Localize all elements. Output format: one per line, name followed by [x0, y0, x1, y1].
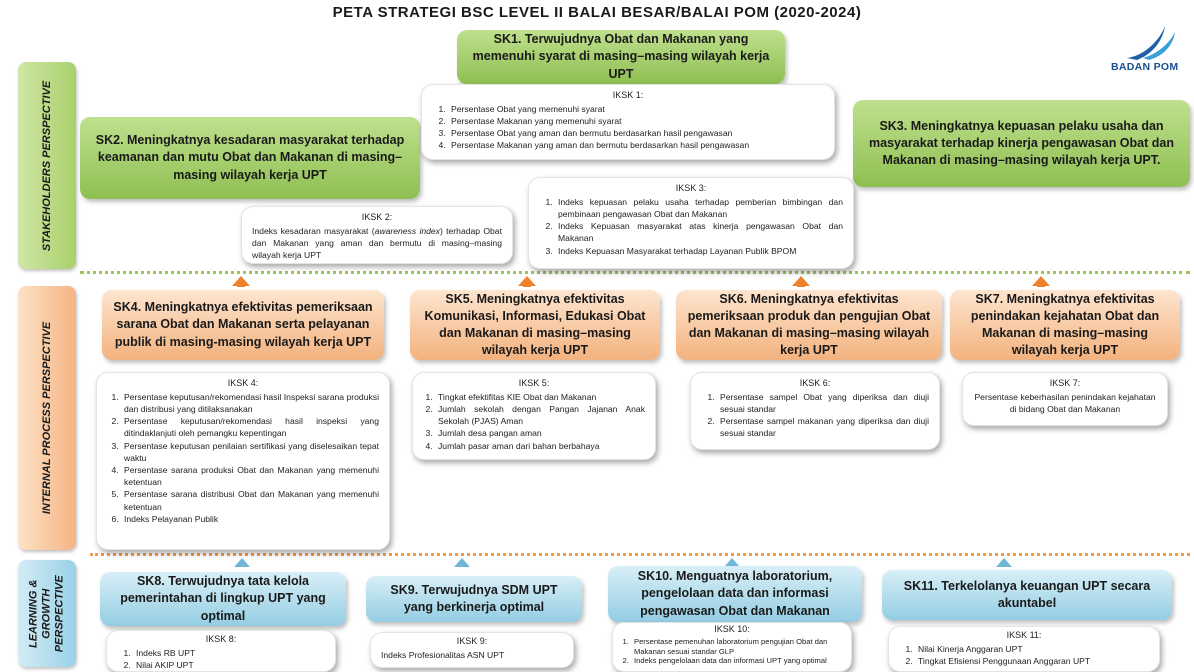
iksk6-box: IKSK 6: Persentase sampel Obat yang dipe…	[690, 372, 940, 450]
iksk2-heading: IKSK 2:	[361, 212, 393, 222]
iksk5-box: IKSK 5: Tingkat efektifitas KIE Obat dan…	[412, 372, 656, 460]
iksk1-item: Persentase Makanan yang aman dan bermutu…	[448, 139, 824, 151]
iksk5-heading: IKSK 5:	[518, 378, 550, 388]
arrow-up-icon	[454, 558, 470, 567]
iksk7-heading: IKSK 7:	[1049, 378, 1081, 388]
internal-process-perspective-label: INTERNAL PROCESS PERSPECTIVE	[18, 286, 76, 550]
iksk8-item: Nilai AKIP UPT	[133, 659, 325, 671]
iksk4-item: Persentase sarana produksi Obat dan Maka…	[121, 464, 379, 488]
iksk1-item: Persentase Makanan yang memenuhi syarat	[448, 115, 824, 127]
iksk9-heading: IKSK 9:	[456, 636, 488, 646]
learning-growth-perspective-label: LEARNING & GROWTH PERSPECTIVE	[18, 560, 76, 667]
iksk4-item: Persentase keputusan/rekomendasi hasil I…	[121, 391, 379, 415]
iksk2-box: IKSK 2: Indeks kesadaran masyarakat (awa…	[241, 206, 513, 264]
iksk3-item: Indeks kepuasan pelaku usaha terhadap pe…	[555, 196, 843, 220]
iksk1-heading: IKSK 1:	[612, 90, 644, 100]
iksk5-item: Tingkat efektifitas KIE Obat dan Makanan	[435, 391, 645, 403]
arrow-up-icon	[792, 276, 810, 287]
iksk11-item: Nilai Kinerja Anggaran UPT	[915, 643, 1149, 655]
iksk10-heading: IKSK 10:	[714, 624, 750, 634]
internal-separator	[90, 553, 1190, 556]
page-title: PETA STRATEGI BSC LEVEL II BALAI BESAR/B…	[332, 4, 862, 21]
iksk8-item: Indeks RB UPT	[133, 647, 325, 659]
iksk6-heading: IKSK 6:	[799, 378, 831, 388]
sk7-box: SK7. Meningkatnya efektivitas penindakan…	[950, 290, 1180, 360]
iksk1-item: Persentase Obat yang aman dan bermutu be…	[448, 127, 824, 139]
iksk7-box: IKSK 7: Persentase keberhasilan penindak…	[962, 372, 1168, 426]
sk6-box: SK6. Meningkatnya efektivitas pemeriksaa…	[676, 290, 942, 360]
stakeholders-perspective-label: STAKEHOLDERS PERSPECTIVE	[18, 62, 76, 269]
iksk5-item: Jumlah sekolah dengan Pangan Jajanan Ana…	[435, 403, 645, 427]
logo-mark-icon	[1127, 26, 1175, 60]
stakeholder-separator	[80, 271, 1190, 274]
iksk6-item: Persentase sampel Obat yang diperiksa da…	[717, 391, 929, 415]
learning-growth-perspective-text: LEARNING & GROWTH PERSPECTIVE	[27, 574, 66, 653]
iksk6-item: Persentase sampel makanan yang diperiksa…	[717, 415, 929, 439]
iksk9-box: IKSK 9: Indeks Profesionalitas ASN UPT	[370, 632, 574, 668]
sk2-box: SK2. Meningkatnya kesadaran masyarakat t…	[80, 117, 420, 199]
iksk5-item: Jumlah desa pangan aman	[435, 427, 645, 439]
logo: BADAN POM	[1111, 22, 1183, 76]
iksk3-item: Indeks Kepuasan masyarakat atas kinerja …	[555, 220, 843, 244]
iksk1-item: Persentase Obat yang memenuhi syarat	[448, 103, 824, 115]
sk9-box: SK9. Terwujudnya SDM UPT yang berkinerja…	[366, 576, 582, 622]
sk1-box: SK1. Terwujudnya Obat dan Makanan yang m…	[457, 30, 785, 84]
iksk11-heading: IKSK 11:	[1006, 630, 1042, 640]
arrow-up-icon	[234, 558, 250, 567]
iksk8-box: IKSK 8: Indeks RB UPT Nilai AKIP UPT	[106, 630, 336, 672]
stakeholders-perspective-text: STAKEHOLDERS PERSPECTIVE	[41, 80, 54, 251]
iksk5-item: Jumlah pasar aman dari bahan berbahaya	[435, 440, 645, 452]
iksk3-heading: IKSK 3:	[675, 183, 707, 193]
sk10-box: SK10. Menguatnya laboratorium, pengelola…	[608, 566, 862, 622]
iksk4-item: Persentase keputusan/rekomendasi hasil i…	[121, 415, 379, 439]
internal-process-perspective-text: INTERNAL PROCESS PERSPECTIVE	[41, 321, 53, 515]
arrow-up-icon	[996, 558, 1012, 567]
iksk11-item: Tingkat Efisiensi Penggunaan Anggaran UP…	[915, 655, 1149, 667]
sk3-box: SK3. Meningkatnya kepuasan pelaku usaha …	[853, 100, 1190, 187]
iksk4-item: Persentase keputusan penilaian sertifika…	[121, 440, 379, 464]
arrow-up-icon	[232, 276, 250, 287]
iksk10-box: IKSK 10: Persentase pemenuhan laboratori…	[612, 622, 852, 672]
iksk2-text: Indeks kesadaran masyarakat (awareness i…	[252, 225, 502, 261]
iksk4-item: Indeks Pelayanan Publik	[121, 513, 379, 525]
sk11-box: SK11. Terkelolanya keuangan UPT secara a…	[882, 570, 1172, 620]
iksk7-text: Persentase keberhasilan penindakan kejah…	[974, 391, 1156, 414]
iksk11-box: IKSK 11: Nilai Kinerja Anggaran UPT Ting…	[888, 626, 1160, 672]
iksk3-item: Indeks Kepuasan Masyarakat terhadap Laya…	[555, 245, 843, 257]
iksk4-heading: IKSK 4:	[227, 378, 259, 388]
arrow-up-icon	[1032, 276, 1050, 287]
iksk10-item: Indeks pengelolaan data dan informasi UP…	[631, 656, 841, 666]
iksk1-box: IKSK 1: Persentase Obat yang memenuhi sy…	[421, 84, 835, 160]
arrow-up-icon	[724, 558, 740, 567]
iksk8-heading: IKSK 8:	[205, 634, 237, 644]
sk5-box: SK5. Meningkatnya efektivitas Komunikasi…	[410, 290, 660, 360]
sk4-box: SK4. Meningkatnya efektivitas pemeriksaa…	[102, 290, 384, 360]
arrow-up-icon	[518, 276, 536, 287]
iksk3-box: IKSK 3: Indeks kepuasan pelaku usaha ter…	[528, 177, 854, 269]
iksk4-box: IKSK 4: Persentase keputusan/rekomendasi…	[96, 372, 390, 550]
iksk10-item: Persentase pemenuhan laboratorium penguj…	[631, 637, 841, 657]
iksk4-item: Persentase sarana distribusi Obat dan Ma…	[121, 488, 379, 512]
logo-text: BADAN POM	[1111, 61, 1179, 73]
sk8-box: SK8. Terwujudnya tata kelola pemerintaha…	[100, 572, 346, 626]
iksk9-text: Indeks Profesionalitas ASN UPT	[381, 649, 505, 660]
